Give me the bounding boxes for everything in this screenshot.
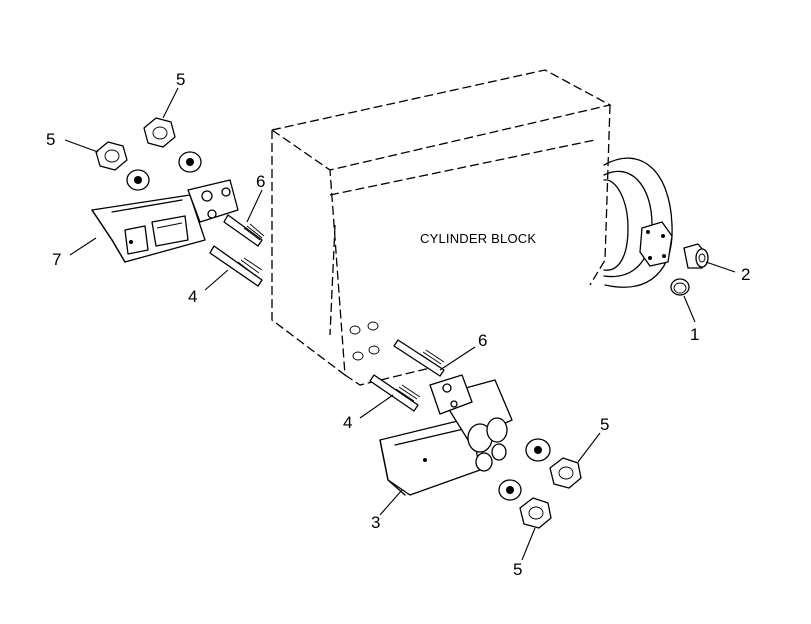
callout-5-left: 5 [46, 130, 55, 149]
upper-studs [209, 214, 265, 287]
block-face-washers [349, 321, 380, 361]
callout-5-bottom: 5 [513, 560, 522, 579]
callout-5-top: 5 [176, 70, 185, 89]
callout-5-right: 5 [600, 415, 609, 434]
leader-lines [64, 87, 736, 561]
callout-labels: 5 5 6 7 4 2 1 6 4 5 3 5 [46, 70, 750, 579]
upper-hardware [95, 117, 202, 191]
callout-1: 1 [690, 325, 699, 344]
cylinder-block-label: CYLINDER BLOCK [420, 231, 536, 246]
upper-mount-bracket-part-7 [91, 179, 239, 263]
fitting-part-2 [683, 243, 709, 269]
callout-4-lower: 4 [343, 413, 352, 432]
plug-part-1 [670, 278, 690, 296]
callout-7: 7 [52, 250, 61, 269]
callout-4-upper: 4 [188, 287, 197, 306]
cylinder-block-outline [270, 69, 673, 386]
callout-6-lower: 6 [478, 331, 487, 350]
lower-hardware [498, 438, 582, 529]
callout-3: 3 [371, 513, 380, 532]
callout-2: 2 [741, 265, 750, 284]
lower-studs [369, 339, 445, 412]
lower-mount-bracket-part-3 [379, 374, 513, 496]
callout-6-upper: 6 [256, 172, 265, 191]
